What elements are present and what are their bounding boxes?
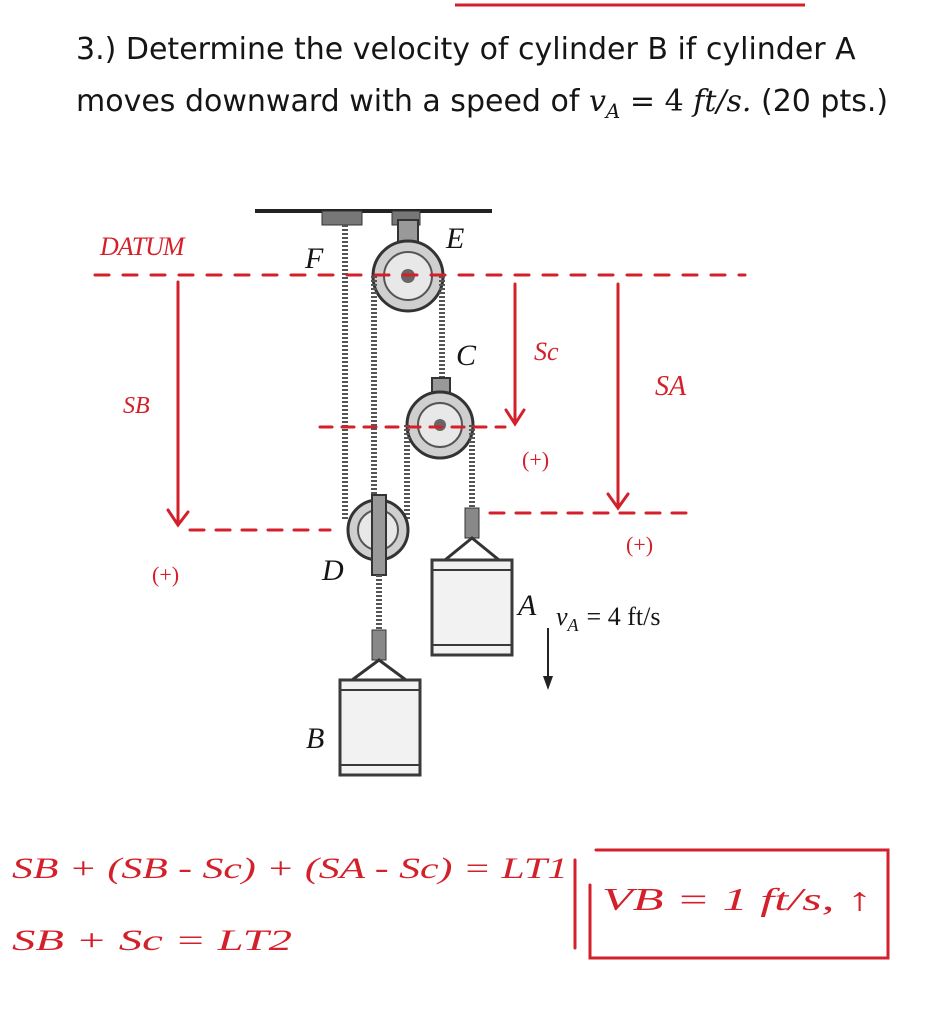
red-annotation-text: DATUM SB Sc SA (+) (+) (+) SB + (SB - Sc… <box>12 232 872 957</box>
label-E: E <box>445 222 464 255</box>
answer-box <box>588 848 890 960</box>
equation-2: SB + Sc = LT2 <box>12 924 292 957</box>
sb-label: SB <box>123 393 150 419</box>
speed-label: vA = 4 ft/s <box>556 602 660 635</box>
speed-label-subscript: A <box>567 615 580 635</box>
label-D: D <box>321 554 344 587</box>
cylinder-B <box>338 629 422 777</box>
speed-label-value: = 4 ft/s <box>587 602 661 631</box>
red-annotations <box>93 273 890 960</box>
problem-number: 3.) <box>76 32 117 67</box>
plus-label-sb: (+) <box>152 562 179 587</box>
pulley-C-hub <box>434 419 446 431</box>
speed-unit: ft/s. <box>693 84 752 119</box>
points-text: (20 pts.) <box>760 84 889 119</box>
answer-text: VB = 1 ft/s, ↑ <box>602 881 872 917</box>
pulley-D-bracket <box>371 494 387 576</box>
sc-arrow-head <box>504 408 526 427</box>
velocity-arrowhead <box>543 676 553 690</box>
plus-label-sa: (+) <box>626 532 653 557</box>
label-B: B <box>306 722 324 755</box>
label-A: A <box>516 589 537 622</box>
speed-label-symbol: v <box>556 602 568 631</box>
label-C: C <box>456 339 477 372</box>
speed-value: 4 <box>664 84 684 119</box>
problem-statement: 3.) Determine the velocity of cylinder B… <box>76 24 906 137</box>
datum-label: DATUM <box>99 232 186 261</box>
sa-arrow-head <box>606 492 630 511</box>
sc-label: Sc <box>534 337 559 366</box>
cylinder-A <box>430 507 514 657</box>
problem-text: Determine the velocity of cylinder B if … <box>76 32 856 119</box>
equation-1: SB + (SB - Sc) + (SA - Sc) = LT1 <box>12 852 568 885</box>
equals-sign: = <box>629 84 656 119</box>
velocity-symbol: v <box>588 84 606 119</box>
sa-label: SA <box>655 371 687 402</box>
sb-arrow-head <box>166 508 190 528</box>
velocity-subscript: A <box>605 99 621 123</box>
ceiling-mount-left <box>321 210 363 226</box>
label-F: F <box>304 242 324 275</box>
pulley-diagram: E F C D B A vA = 4 ft/s <box>255 209 660 777</box>
plus-label-sc: (+) <box>522 447 549 472</box>
